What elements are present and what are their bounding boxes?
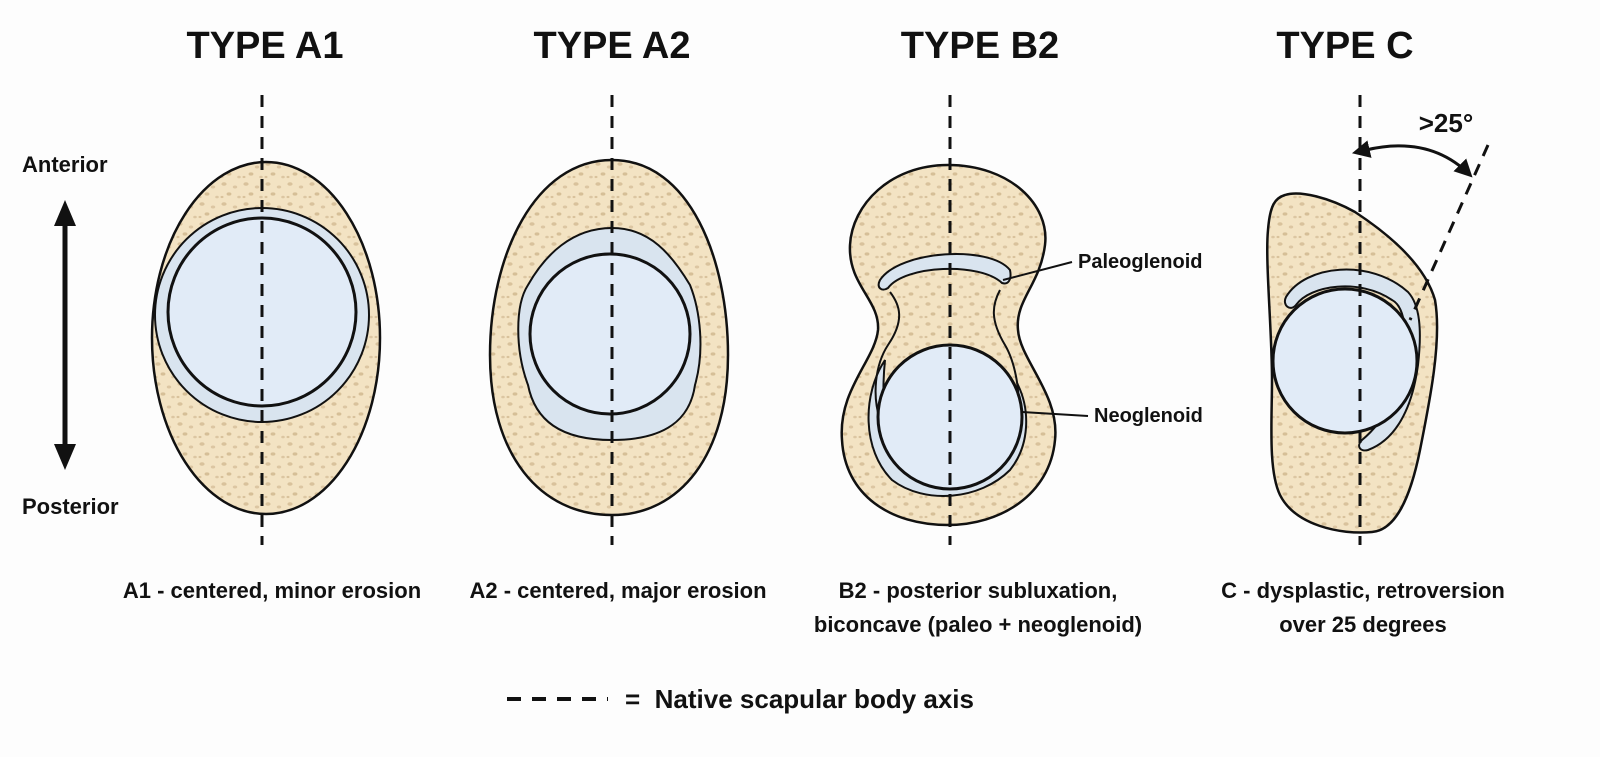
paleoglenoid-label: Paleoglenoid (1078, 251, 1202, 273)
title-type-a2: TYPE A2 (534, 25, 691, 67)
legend: = Native scapular body axis (507, 684, 974, 714)
caption-c-line1: C - dysplastic, retroversion (1221, 578, 1505, 603)
glenoid-type-a2 (488, 95, 730, 545)
paleoglenoid-leader (1002, 261, 1073, 281)
c-humeral-head (1271, 287, 1419, 435)
posterior-label: Posterior (22, 494, 119, 519)
neoglenoid-label: Neoglenoid (1094, 405, 1203, 427)
orientation-arrow (54, 200, 76, 470)
angle-label: >25° (1419, 108, 1474, 138)
caption-a1: A1 - centered, minor erosion (123, 578, 421, 603)
c-retroversion-axis (1408, 144, 1490, 321)
title-type-a1: TYPE A1 (187, 25, 344, 67)
c-angle-arc (1351, 140, 1473, 178)
caption-b2-line1: B2 - posterior subluxation, (839, 578, 1118, 603)
caption-c-line2: over 25 degrees (1279, 612, 1447, 637)
b2-paleoglenoid-cartilage (877, 253, 1012, 291)
title-type-c: TYPE C (1276, 25, 1413, 67)
neoglenoid-leader (1021, 411, 1089, 417)
glenoid-type-b2: Paleoglenoid Neoglenoid (840, 95, 1203, 545)
legend-label: = Native scapular body axis (625, 684, 974, 714)
glenoid-type-a1 (150, 95, 382, 545)
a2-humeral-head (528, 252, 692, 416)
anterior-label: Anterior (22, 152, 108, 177)
caption-b2-line2: biconcave (paleo + neoglenoid) (814, 612, 1142, 637)
glenoid-type-c: >25° (1266, 95, 1490, 545)
title-type-b2: TYPE B2 (901, 25, 1059, 67)
caption-a2: A2 - centered, major erosion (469, 578, 766, 603)
